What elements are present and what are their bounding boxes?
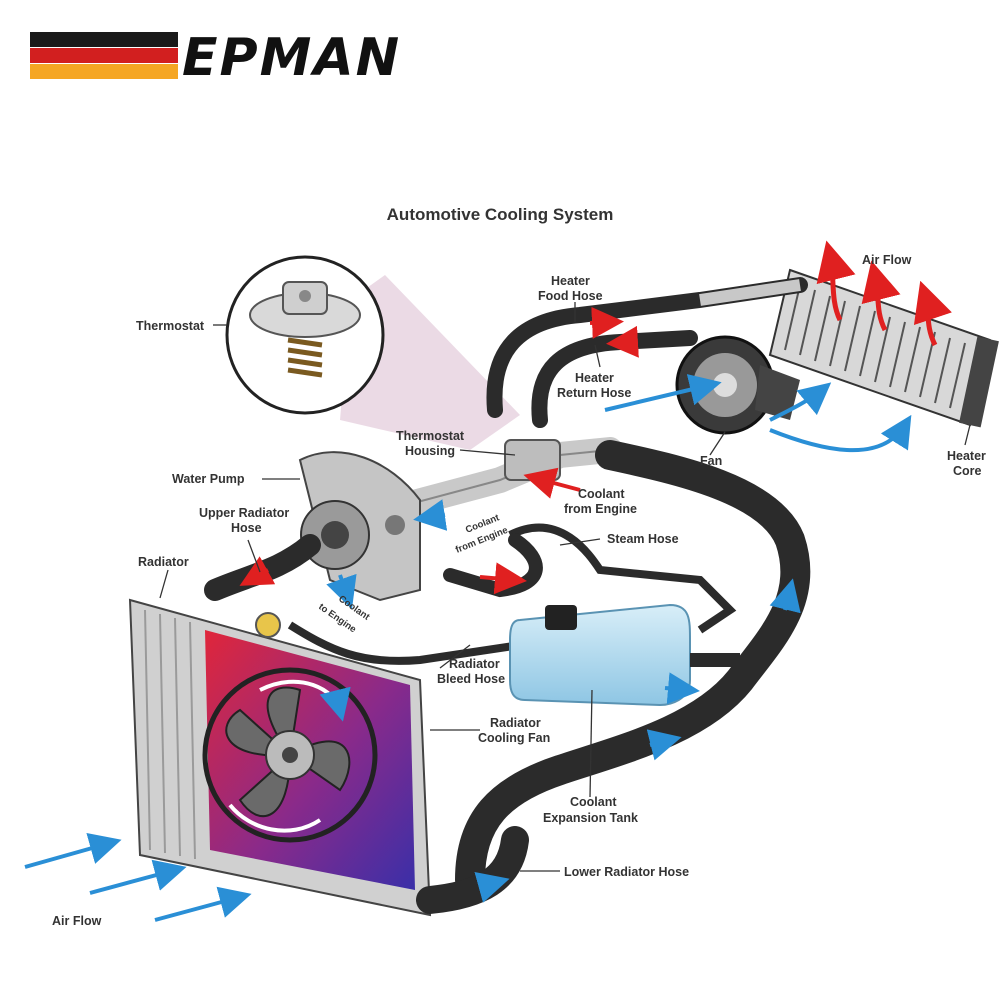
radiator-cooling-fan <box>202 667 378 843</box>
label-air-flow-top: Air Flow <box>862 253 912 267</box>
label-upper-radiator-hose-2: Hose <box>231 521 262 535</box>
label-heater-core-1: Heater <box>947 449 986 463</box>
heater-food-hose-metal <box>699 279 801 306</box>
label-thermostat: Thermostat <box>136 319 205 333</box>
label-fan: Fan <box>700 454 722 468</box>
label-upper-radiator-hose-1: Upper Radiator <box>199 506 289 520</box>
logo-stripe-red <box>30 48 178 63</box>
heater-food-hose <box>486 277 808 418</box>
label-coolant-expansion-tank-1: Coolant <box>570 795 617 809</box>
logo-text: EPMAN <box>182 28 402 88</box>
label-radiator-bleed-hose-1: Radiator <box>449 657 500 671</box>
air-flow-bottom-arrows <box>24 833 252 922</box>
upper-radiator-hose <box>204 534 321 601</box>
cool-coolant-arrows <box>326 499 801 903</box>
label-air-flow-bottom: Air Flow <box>52 914 102 928</box>
label-water-pump: Water Pump <box>172 472 245 486</box>
label-radiator-bleed-hose-2: Bleed Hose <box>437 672 505 686</box>
label-coolant-from-engine-2: from Engine <box>564 502 637 516</box>
label-heater-food-hose-1: Heater <box>551 274 590 288</box>
steam-hose <box>508 523 737 634</box>
label-heater-core-2: Core <box>953 464 982 478</box>
hot-coolant-arrows <box>239 306 639 595</box>
thermostat-detail <box>225 255 385 415</box>
logo-stripe-black <box>30 32 178 47</box>
label-thermostat-housing-1: Thermostat <box>396 429 465 443</box>
diagram-title: Automotive Cooling System <box>386 205 614 224</box>
label-heater-food-hose-2: Food Hose <box>538 289 603 303</box>
thermostat-housing <box>504 439 561 481</box>
epman-logo: EPMAN <box>30 28 470 88</box>
heater-core <box>768 268 999 428</box>
logo-stripe-orange <box>30 64 178 79</box>
air-flow-top-arrows <box>816 240 952 347</box>
radiator-bleed-hose <box>287 621 521 665</box>
label-lower-radiator-hose: Lower Radiator Hose <box>564 865 689 879</box>
label-heater-return-hose-2: Return Hose <box>557 386 631 400</box>
fan-air-flow-arrows <box>604 374 912 453</box>
label-thermostat-housing-2: Housing <box>405 444 455 458</box>
label-radiator-cooling-fan-2: Cooling Fan <box>478 731 550 745</box>
diagram-labels: Thermostat Water Pump Upper Radiator Hos… <box>52 253 986 928</box>
water-pump <box>298 451 421 602</box>
label-coolant-expansion-tank-2: Expansion Tank <box>543 811 638 825</box>
leader-lines <box>159 302 971 872</box>
label-heater-return-hose-1: Heater <box>575 371 614 385</box>
label-radiator: Radiator <box>138 555 189 569</box>
label-radiator-cooling-fan-1: Radiator <box>490 716 541 730</box>
label-steam-hose: Steam Hose <box>607 532 679 546</box>
label-coolant-from-engine-1: Coolant <box>578 487 625 501</box>
thermostat-zoom-cone <box>340 275 520 450</box>
coolant-expansion-tank <box>509 603 740 707</box>
main-return-hose <box>455 440 811 895</box>
